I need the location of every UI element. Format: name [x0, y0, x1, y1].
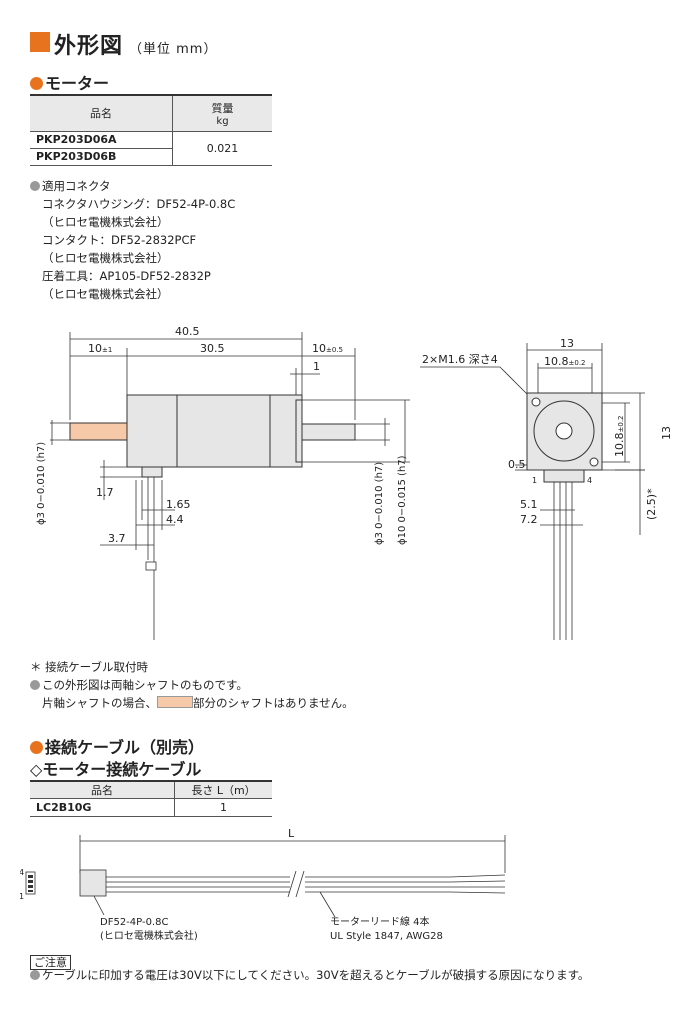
contact: コンタクト：DF52-2832PCF	[42, 233, 197, 247]
cable-wire-spec: UL Style 1847, AWG28	[330, 931, 443, 942]
connector-housing-maker: （ヒロセ電機株式会社）	[42, 215, 169, 229]
cable-heading: 接続ケーブル（別売）	[30, 734, 204, 758]
model-a: PKP203D06A	[30, 131, 173, 149]
cable-pin-1: 1	[20, 892, 24, 901]
col-mass-header: 質量 kg	[172, 94, 272, 132]
front-dim-72: 7.2	[520, 513, 538, 526]
dim-total: 40.5	[175, 325, 200, 338]
orange-swatch-icon	[157, 696, 193, 708]
cable-spec-table: 品名 長さ L（m） LC2B10G 1	[30, 780, 272, 817]
cable-wire-label: モーターリード線 4本	[330, 915, 430, 928]
cable-drawing: L 4 1 DF52-4P-0.8C (ヒロセ電機株式会社) モーターリード線 …	[20, 827, 506, 942]
cable-model: LC2B10G	[30, 798, 175, 817]
side-view-drawing: 40.5 10±1 30.5 10±0.5 1 1.7 1.65 4.4 3.7…	[36, 325, 410, 640]
cable-heading-text: 接続ケーブル（別売）	[45, 738, 205, 757]
dim-44: 4.4	[166, 513, 184, 526]
connector-notes: 適用コネクタ コネクタハウジング：DF52-4P-0.8C （ヒロセ電機株式会社…	[30, 177, 235, 303]
dim-shaft-left: ϕ3 0−0.010 (h7)	[36, 442, 47, 525]
front-view-drawing: 13 10.8±0.2 2×M1.6 深さ4 0.5 1 4 5.1 7.2 1…	[420, 337, 673, 640]
front-dim-13: 13	[560, 337, 574, 350]
col-mass-label: 質量	[211, 101, 234, 115]
front-dim-108-v: 10.8±0.2	[613, 416, 626, 458]
motor-spec-table: 品名 質量 kg PKP203D06A 0.021 PKP203D06B	[30, 94, 272, 166]
title-unit: （単位 mm）	[129, 42, 218, 57]
note-double-shaft: この外形図は両軸シャフトのものです。	[30, 676, 354, 694]
front-dim-25: (2.5)*	[645, 488, 658, 520]
dim-37: 3.7	[108, 532, 126, 545]
contact-maker: （ヒロセ電機株式会社）	[42, 251, 169, 265]
cable-subheading: ◇モーター接続ケーブル	[30, 760, 202, 779]
dim-left: 10±1	[88, 342, 112, 355]
dim-L: L	[288, 827, 295, 840]
pin-4-label: 4	[587, 476, 592, 485]
cable-pin-4: 4	[20, 868, 24, 877]
dim-body: 30.5	[200, 342, 225, 355]
model-b: PKP203D06B	[30, 148, 173, 166]
col-mass-unit: kg	[216, 115, 229, 127]
front-dim-51: 5.1	[520, 498, 538, 511]
orange-dot-icon	[30, 77, 43, 90]
connector-housing: コネクタハウジング：DF52-4P-0.8C	[42, 197, 236, 211]
dim-boss: ϕ10 0−0.015 (h7)	[397, 455, 408, 545]
cable-length: 1	[174, 798, 272, 817]
gray-dot-icon	[30, 181, 40, 191]
front-dim-13-v: 13	[660, 426, 673, 440]
dim-1: 1	[313, 360, 320, 373]
orange-dot-icon	[30, 741, 43, 754]
cable-connector-maker: (ヒロセ電機株式会社)	[100, 929, 198, 942]
crimp-tool-maker: （ヒロセ電機株式会社）	[42, 287, 169, 301]
mass-value: 0.021	[172, 131, 272, 166]
note-single-shaft: 片軸シャフトの場合、部分のシャフトはありません。	[42, 696, 354, 710]
motor-heading-text: モーター	[45, 74, 110, 93]
cable-col-name: 品名	[30, 780, 175, 799]
drawing-notes: ＊ 接続ケーブル取付時 この外形図は両軸シャフトのものです。 片軸シャフトの場合…	[30, 658, 354, 712]
screw-spec: 2×M1.6 深さ4	[422, 353, 498, 366]
col-name-header: 品名	[30, 94, 173, 132]
title-text: 外形図	[54, 34, 124, 59]
note-asterisk: ＊ 接続ケーブル取付時	[30, 660, 148, 674]
page-title: 外形図 （単位 mm）	[54, 28, 217, 60]
motor-heading: モーター	[30, 70, 109, 94]
front-dim-108: 10.8±0.2	[544, 355, 586, 368]
dim-17: 1.7	[96, 486, 114, 499]
gray-dot-icon	[30, 680, 40, 690]
front-dim-05: 0.5	[508, 458, 526, 471]
pin-1-label: 1	[532, 476, 537, 485]
connector-note-title: 適用コネクタ	[30, 177, 235, 195]
dim-right: 10±0.5	[312, 342, 343, 355]
dim-165: 1.65	[166, 498, 191, 511]
cable-col-length: 長さ L（m）	[174, 780, 272, 799]
gray-dot-icon	[30, 970, 40, 980]
title-square-icon	[30, 32, 50, 52]
caution-text: ケーブルに印加する電圧は30V以下にしてください。30Vを超えるとケーブルが破損…	[30, 966, 589, 984]
caution-label: ご注意	[30, 951, 71, 970]
dim-shaft-right: ϕ3 0−0.010 (h7)	[374, 462, 385, 545]
cable-connector-label: DF52-4P-0.8C	[100, 917, 168, 928]
crimp-tool: 圧着工具：AP105-DF52-2832P	[42, 269, 211, 283]
